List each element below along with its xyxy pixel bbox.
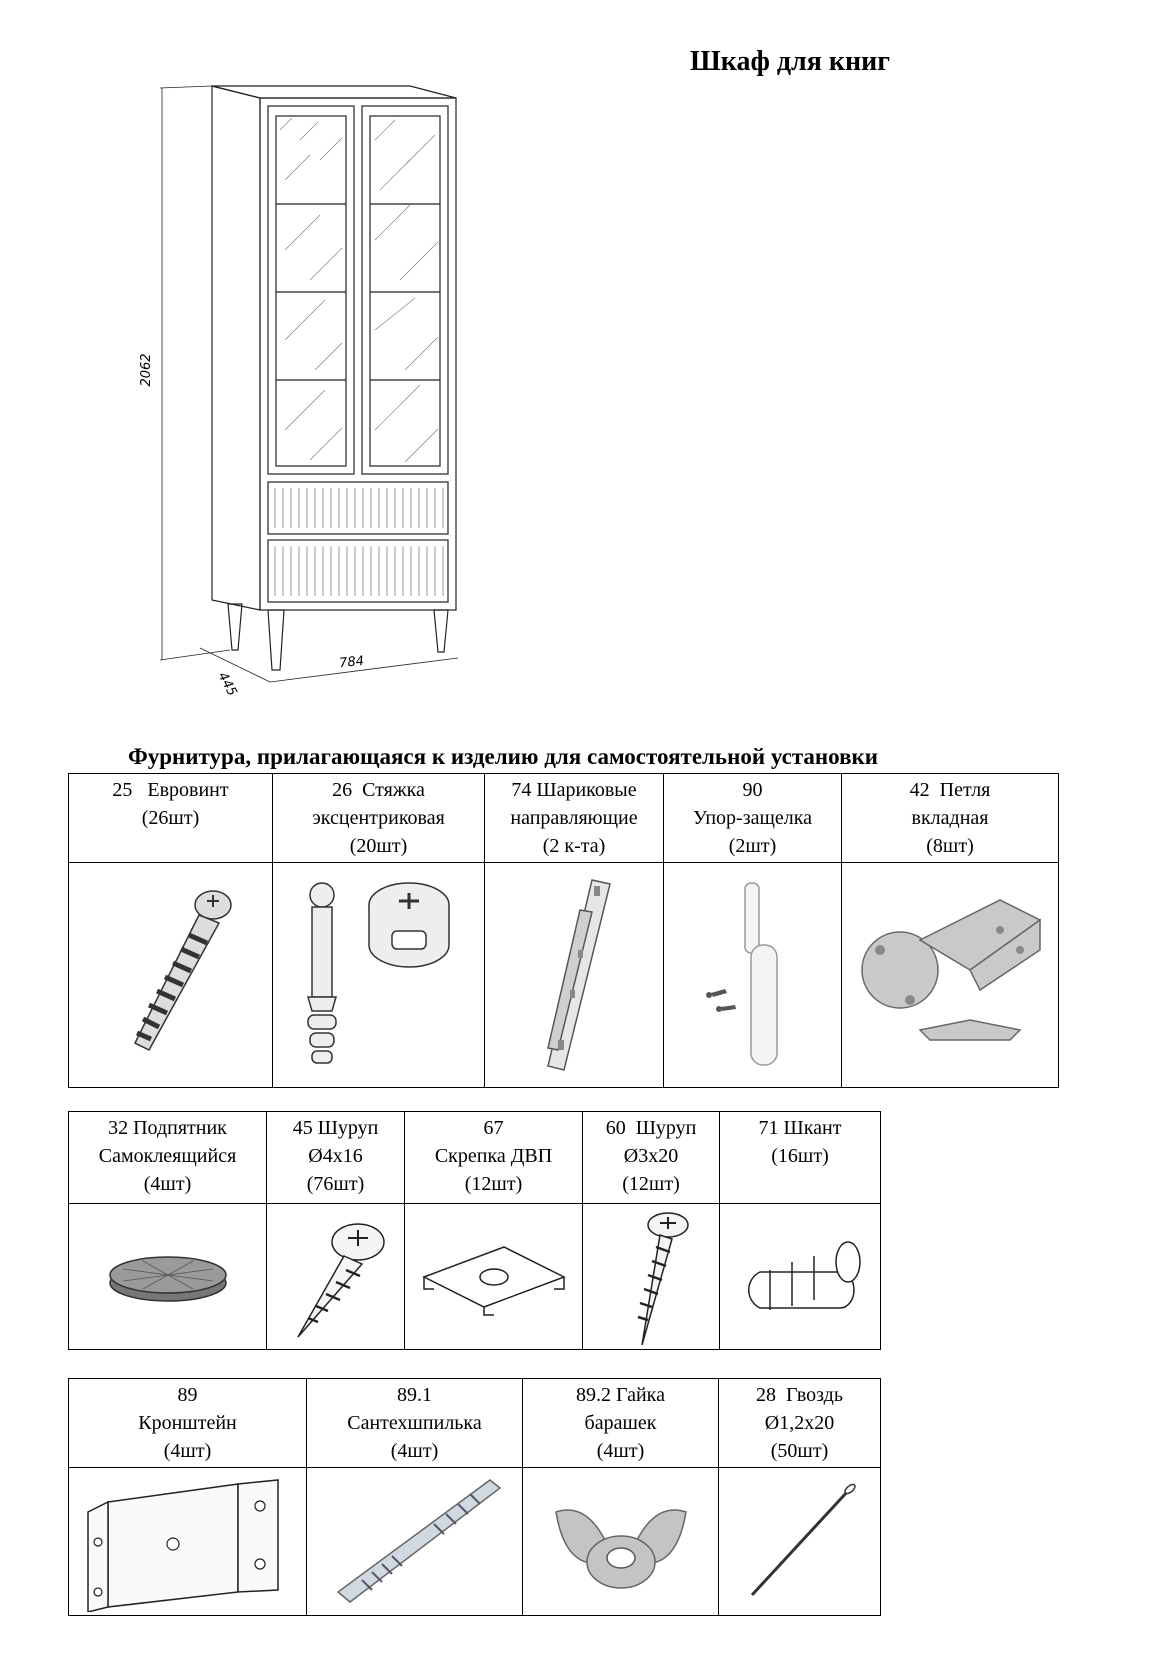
bookcase-drawing: 2062 784 445 — [139, 85, 459, 699]
hdf-clip-icon — [421, 1245, 566, 1316]
ball-slide-icon — [547, 879, 611, 1071]
wing-nut-icon — [554, 1508, 687, 1589]
depth-dimension: 445 — [215, 670, 240, 699]
hanger-bolt-icon — [336, 1478, 501, 1603]
dowel-icon — [748, 1240, 861, 1310]
part-label: 25 Евровинт(26шт) — [68, 773, 273, 863]
nail-icon — [750, 1483, 856, 1596]
part-label: 71 Шкант(16шт) — [719, 1111, 881, 1204]
hardware-heading: Фурнитура, прилагающаяся к изделию для с… — [128, 744, 879, 769]
bracket-icon — [86, 1478, 279, 1612]
euroscrew-icon — [133, 890, 232, 1051]
screw-icon — [296, 1222, 385, 1337]
page-title: Шкаф для книг — [690, 46, 890, 77]
push-latch-icon — [705, 882, 778, 1066]
height-dimension: 2062 — [139, 353, 154, 386]
felt-pad-icon — [108, 1255, 227, 1302]
hinge-icon — [861, 899, 1042, 1041]
eccentric-coupler-icon — [306, 882, 450, 1064]
width-dimension: 784 — [339, 654, 365, 672]
screw-long-icon — [637, 1211, 689, 1345]
